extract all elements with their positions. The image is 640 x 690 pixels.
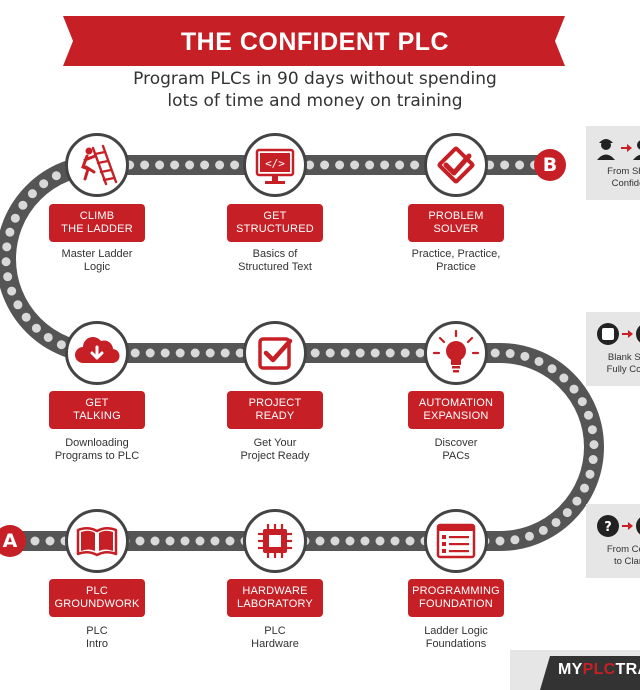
program-window-icon xyxy=(436,523,476,559)
side-card-text: From ShaConfide xyxy=(607,166,640,189)
side-card-text: Blank SlaFully Conf xyxy=(606,352,640,375)
plc-groundwork-node xyxy=(65,509,129,573)
get-structured-node: </> xyxy=(243,133,307,197)
subtitle-line-1: Program PLCs in 90 days without spending xyxy=(133,69,497,89)
programming-foundation-node xyxy=(424,509,488,573)
automation-expansion-node xyxy=(424,321,488,385)
side-card-text: From Conto Clar xyxy=(606,544,640,567)
end-marker-b: B xyxy=(534,149,566,181)
side-card-shaky-to-confident: From ShaConfide xyxy=(586,126,640,200)
page-title: THE CONFIDENT PLC PROGRAMMER METHOD xyxy=(160,28,470,100)
title-banner xyxy=(63,16,565,66)
side-card-confused-to-clarity: ? From Conto Clar xyxy=(586,504,640,578)
ladder-climber-icon xyxy=(81,144,118,186)
confused-to-clear-icon: ? xyxy=(597,515,640,537)
hardware-laboratory-node xyxy=(243,509,307,573)
subtitle-line-2: lots of time and money on training xyxy=(167,91,463,111)
start-marker-a: A xyxy=(0,525,26,557)
side-card-blank-to-confident: Blank SlaFully Conf xyxy=(586,312,640,386)
project-ready-node xyxy=(243,321,307,385)
problem-solver-desc: Practice, Practice,Practice xyxy=(411,248,501,273)
checkbox-icon xyxy=(258,337,293,370)
brand-logo-text: MYPLCTRA xyxy=(558,661,640,678)
svg-text:</>: </> xyxy=(265,157,285,170)
get-talking-node xyxy=(65,321,129,385)
worker-to-worker-icon xyxy=(597,139,640,160)
microchip-icon xyxy=(258,524,292,558)
open-book-icon xyxy=(76,527,118,557)
subtitle: Program PLCs in 90 days without spending… xyxy=(100,68,530,112)
code-monitor-icon: </> xyxy=(255,148,295,184)
cloud-download-icon xyxy=(75,337,120,364)
problem-solver-node xyxy=(424,133,488,197)
climb-the-ladder-node xyxy=(65,133,129,197)
checklist-icon xyxy=(437,146,475,184)
lightbulb-icon xyxy=(432,329,480,373)
blank-to-full-icon xyxy=(597,323,640,345)
svg-text:?: ? xyxy=(604,520,612,535)
brand-footer xyxy=(510,650,640,690)
